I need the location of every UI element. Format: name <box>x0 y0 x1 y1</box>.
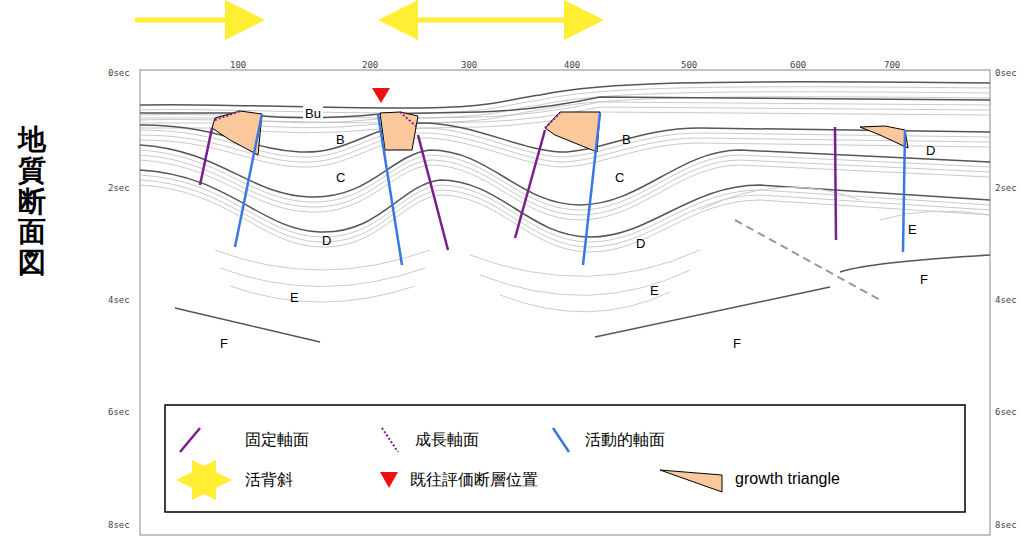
layer-label: B <box>622 132 631 147</box>
axis-tick-label: 4sec <box>108 295 130 305</box>
legend-text: growth triangle <box>735 470 840 488</box>
legend-swatch <box>660 470 722 492</box>
legend-text: 既往評価断層位置 <box>410 470 538 491</box>
layer-label: B <box>336 132 345 147</box>
layer-label: Bu <box>303 106 323 121</box>
legend-text: 成長軸面 <box>415 430 479 451</box>
layer-label: E <box>908 222 917 237</box>
axis-tick-label: 8sec <box>995 520 1017 530</box>
layer-label: C <box>615 170 624 185</box>
axis-tick-label: 8sec <box>108 520 130 530</box>
axis-tick-label: 500 <box>681 60 697 70</box>
layer-label: D <box>322 233 331 248</box>
vertical-title: 地質断面図 <box>18 125 46 279</box>
axis-tick-label: 4sec <box>995 295 1017 305</box>
axis-tick-label: 300 <box>461 60 477 70</box>
axis-tick-label: 2sec <box>995 183 1017 193</box>
legend-text: 固定軸面 <box>245 430 309 451</box>
layer-label: E <box>650 283 659 298</box>
layer-label: F <box>220 336 228 351</box>
axis-tick-label: 0sec <box>108 68 130 78</box>
axis-tick-label: 2sec <box>108 183 130 193</box>
axis-tick-label: 6sec <box>995 407 1017 417</box>
layer-label: D <box>636 236 645 251</box>
axis-tick-label: 200 <box>362 60 378 70</box>
layer-label: E <box>290 290 299 305</box>
axis-tick-label: 6sec <box>108 407 130 417</box>
axis-tick-label: 400 <box>564 60 580 70</box>
layer-label: D <box>926 143 935 158</box>
layer-label: C <box>336 170 345 185</box>
axis-tick-label: 700 <box>884 60 900 70</box>
legend-text: 活動的軸面 <box>585 430 665 451</box>
axis-tick-label: 600 <box>790 60 806 70</box>
layer-label: F <box>920 272 928 287</box>
layer-label: F <box>733 336 741 351</box>
axis-tick-label: 100 <box>230 60 246 70</box>
axis-tick-label: 0sec <box>995 68 1017 78</box>
legend-text: 活背斜 <box>245 470 293 491</box>
